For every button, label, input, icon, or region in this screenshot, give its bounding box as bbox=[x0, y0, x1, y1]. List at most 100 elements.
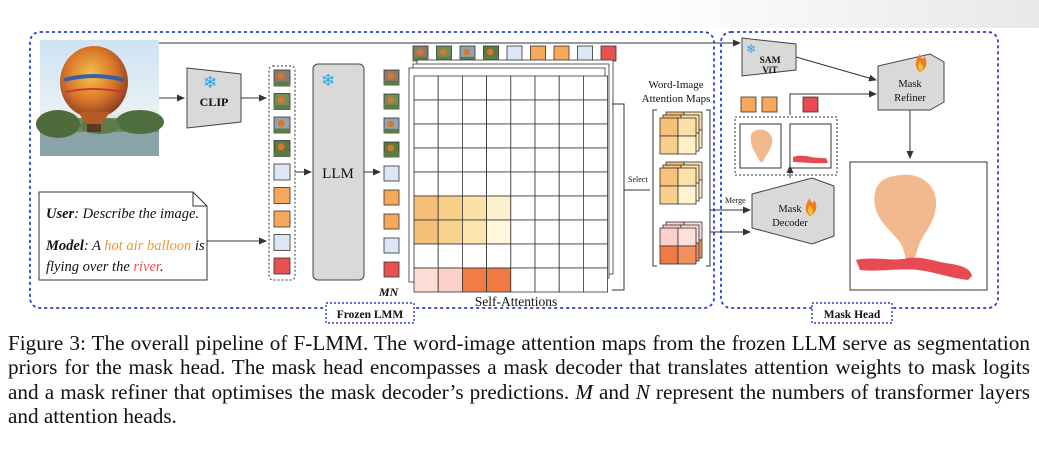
caption-n: N bbox=[635, 379, 650, 404]
mask-decoder-label-1: Mask bbox=[778, 204, 802, 215]
select-label: Select bbox=[628, 175, 648, 184]
attention-cell bbox=[558, 195, 584, 221]
attention-cell bbox=[437, 147, 463, 173]
mask-decoder-label-2: Decoder bbox=[772, 218, 808, 229]
sam-label: SAM bbox=[759, 56, 780, 66]
attention-cell bbox=[583, 171, 609, 197]
attention-cell bbox=[461, 147, 487, 173]
attention-cell bbox=[510, 147, 536, 173]
attention-cell bbox=[437, 243, 463, 269]
attention-cell bbox=[558, 75, 584, 101]
attention-cell bbox=[583, 243, 609, 269]
caption-text-1: The overall pipeline of F-LMM. The word-… bbox=[8, 331, 1030, 404]
attention-cell bbox=[510, 219, 536, 245]
snowflake-icon: ❄ bbox=[203, 73, 217, 92]
svg-text:Model: A hot air balloon is: Model: A hot air balloon is bbox=[45, 238, 205, 254]
attention-cell bbox=[510, 123, 536, 149]
image-token bbox=[383, 141, 400, 158]
image-token bbox=[273, 93, 291, 110]
clip-label: CLIP bbox=[200, 95, 229, 109]
coarse-balloon-mask bbox=[750, 129, 773, 162]
image-token bbox=[436, 45, 452, 62]
attention-map bbox=[659, 117, 697, 155]
frozen-lmm-region bbox=[29, 31, 715, 309]
attention-cell bbox=[534, 243, 560, 269]
attention-cell bbox=[461, 219, 487, 245]
image-token bbox=[412, 45, 429, 62]
image-token bbox=[383, 117, 400, 134]
attention-cell bbox=[583, 219, 609, 245]
attention-cell bbox=[461, 195, 487, 221]
attention-cell bbox=[583, 75, 609, 101]
token-orange bbox=[740, 96, 757, 113]
attention-cell bbox=[558, 171, 584, 197]
attention-cell bbox=[413, 99, 439, 125]
pipeline-figure: Frozen LMM Mask Head CLIP ❄ User: Descri… bbox=[29, 0, 1039, 324]
attention-cell bbox=[413, 195, 439, 221]
self-attentions-label: Self-Attentions bbox=[475, 294, 558, 309]
highlight-river: river bbox=[133, 259, 162, 275]
mask-refiner-label-2: Refiner bbox=[894, 93, 926, 104]
attention-cell bbox=[510, 75, 536, 101]
user-label: User bbox=[46, 206, 75, 222]
user-text: : Describe the image. bbox=[74, 206, 199, 222]
coarse-river-mask bbox=[793, 155, 828, 164]
attention-cell bbox=[558, 267, 584, 293]
text-token bbox=[383, 189, 400, 206]
attention-cell bbox=[413, 267, 439, 293]
attention-cell bbox=[558, 147, 584, 173]
attention-cell bbox=[583, 267, 609, 293]
attention-cell bbox=[461, 99, 487, 125]
model-text-1: : A bbox=[84, 238, 104, 254]
attention-map bbox=[659, 167, 697, 205]
mask-head-label: Mask Head bbox=[824, 309, 881, 321]
attention-cell bbox=[558, 123, 584, 149]
mask-refiner-label-1: Mask bbox=[898, 79, 922, 90]
attention-cell bbox=[461, 171, 487, 197]
text-token bbox=[553, 45, 570, 62]
attention-cell bbox=[534, 171, 560, 197]
attention-cell bbox=[583, 99, 609, 125]
attention-map bbox=[659, 227, 697, 265]
caption-m: M bbox=[575, 379, 593, 404]
attention-cell bbox=[486, 75, 512, 101]
caption-text-2: and bbox=[592, 379, 636, 404]
attention-cell bbox=[486, 243, 512, 269]
text-token bbox=[383, 237, 400, 254]
mn-label: MN bbox=[378, 285, 400, 299]
attention-cell bbox=[461, 123, 487, 149]
attention-cell bbox=[437, 195, 463, 221]
text-token bbox=[600, 45, 617, 62]
attention-cell bbox=[437, 123, 463, 149]
final-balloon-mask bbox=[874, 174, 937, 260]
input-image bbox=[36, 40, 164, 156]
attention-cell bbox=[413, 171, 439, 197]
image-token bbox=[273, 69, 291, 87]
attention-cell bbox=[534, 195, 560, 221]
attention-cell bbox=[413, 147, 439, 173]
attention-cell bbox=[558, 99, 584, 125]
attention-cell bbox=[510, 195, 536, 221]
highlight-hot-air-balloon: hot air balloon bbox=[104, 238, 191, 254]
attention-cell bbox=[583, 147, 609, 173]
text-token bbox=[506, 45, 523, 62]
attention-cell bbox=[510, 267, 536, 293]
image-token bbox=[273, 140, 291, 157]
token-orange bbox=[761, 96, 778, 113]
attention-cell bbox=[583, 123, 609, 149]
attention-cell bbox=[510, 243, 536, 269]
caption-label: Figure 3: bbox=[8, 331, 86, 355]
merge-label: Merge bbox=[725, 196, 746, 205]
attention-maps-title-2: Attention Maps bbox=[642, 93, 711, 105]
svg-text:User: Describe the image.: User: Describe the image. bbox=[46, 206, 199, 222]
attention-cell bbox=[461, 75, 487, 101]
frozen-lmm-label: Frozen LMM bbox=[337, 309, 404, 321]
attention-cell bbox=[534, 123, 560, 149]
vit-label: ViT bbox=[762, 66, 778, 76]
attention-cell bbox=[437, 99, 463, 125]
sam-vit-encoder bbox=[741, 37, 797, 77]
attention-cell bbox=[437, 171, 463, 197]
attention-cell bbox=[534, 219, 560, 245]
model-label: Model bbox=[45, 238, 84, 254]
attention-cell bbox=[534, 147, 560, 173]
